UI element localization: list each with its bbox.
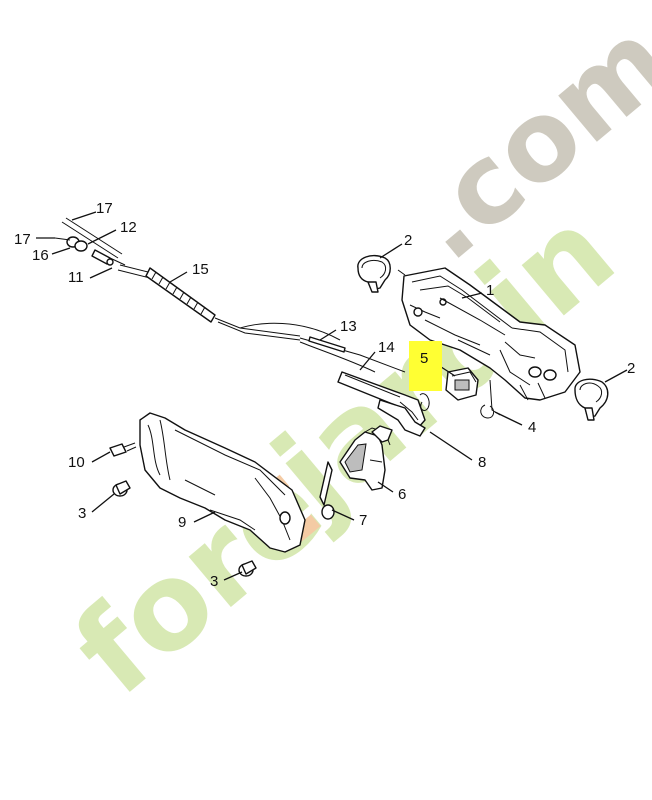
screw-part-3-upper	[112, 480, 131, 497]
clamp-right	[574, 378, 609, 421]
screw-part-10	[109, 442, 137, 457]
rod-part-13	[308, 336, 346, 353]
label-15: 15	[192, 261, 209, 278]
label-10: 10	[68, 454, 85, 471]
part-number-labels: 17 12 17 16 11 15 13 14 2 1 5 2 4 8 10 6…	[14, 200, 635, 590]
cable-spring	[145, 267, 216, 323]
label-14: 14	[378, 339, 395, 356]
label-9: 9	[178, 514, 186, 531]
handle-lower-housing	[139, 412, 306, 553]
label-4: 4	[528, 419, 536, 436]
bracket-part-6	[339, 425, 393, 491]
label-5: 5	[420, 350, 428, 367]
label-13: 13	[340, 318, 357, 335]
clamp-left	[357, 254, 391, 293]
cable-end-fittings	[54, 217, 123, 266]
label-7: 7	[359, 512, 367, 529]
handle-upper-housing	[397, 267, 581, 401]
label-12: 12	[120, 219, 137, 236]
lever-part-8	[377, 399, 426, 437]
highlight-box-part-5	[409, 341, 442, 391]
label-11: 11	[68, 269, 84, 286]
label-2-left: 2	[404, 232, 412, 249]
label-17-top: 17	[96, 200, 113, 217]
label-3-lower: 3	[210, 573, 218, 590]
screw-part-3-lower	[238, 560, 257, 577]
label-8: 8	[478, 454, 486, 471]
leader-lines	[36, 211, 628, 581]
label-6: 6	[398, 486, 406, 503]
label-3-upper: 3	[78, 505, 86, 522]
label-1: 1	[486, 282, 494, 299]
label-17-left: 17	[14, 231, 31, 248]
label-2-right: 2	[627, 360, 635, 377]
label-16: 16	[32, 247, 49, 264]
spring-part-7	[319, 461, 335, 520]
